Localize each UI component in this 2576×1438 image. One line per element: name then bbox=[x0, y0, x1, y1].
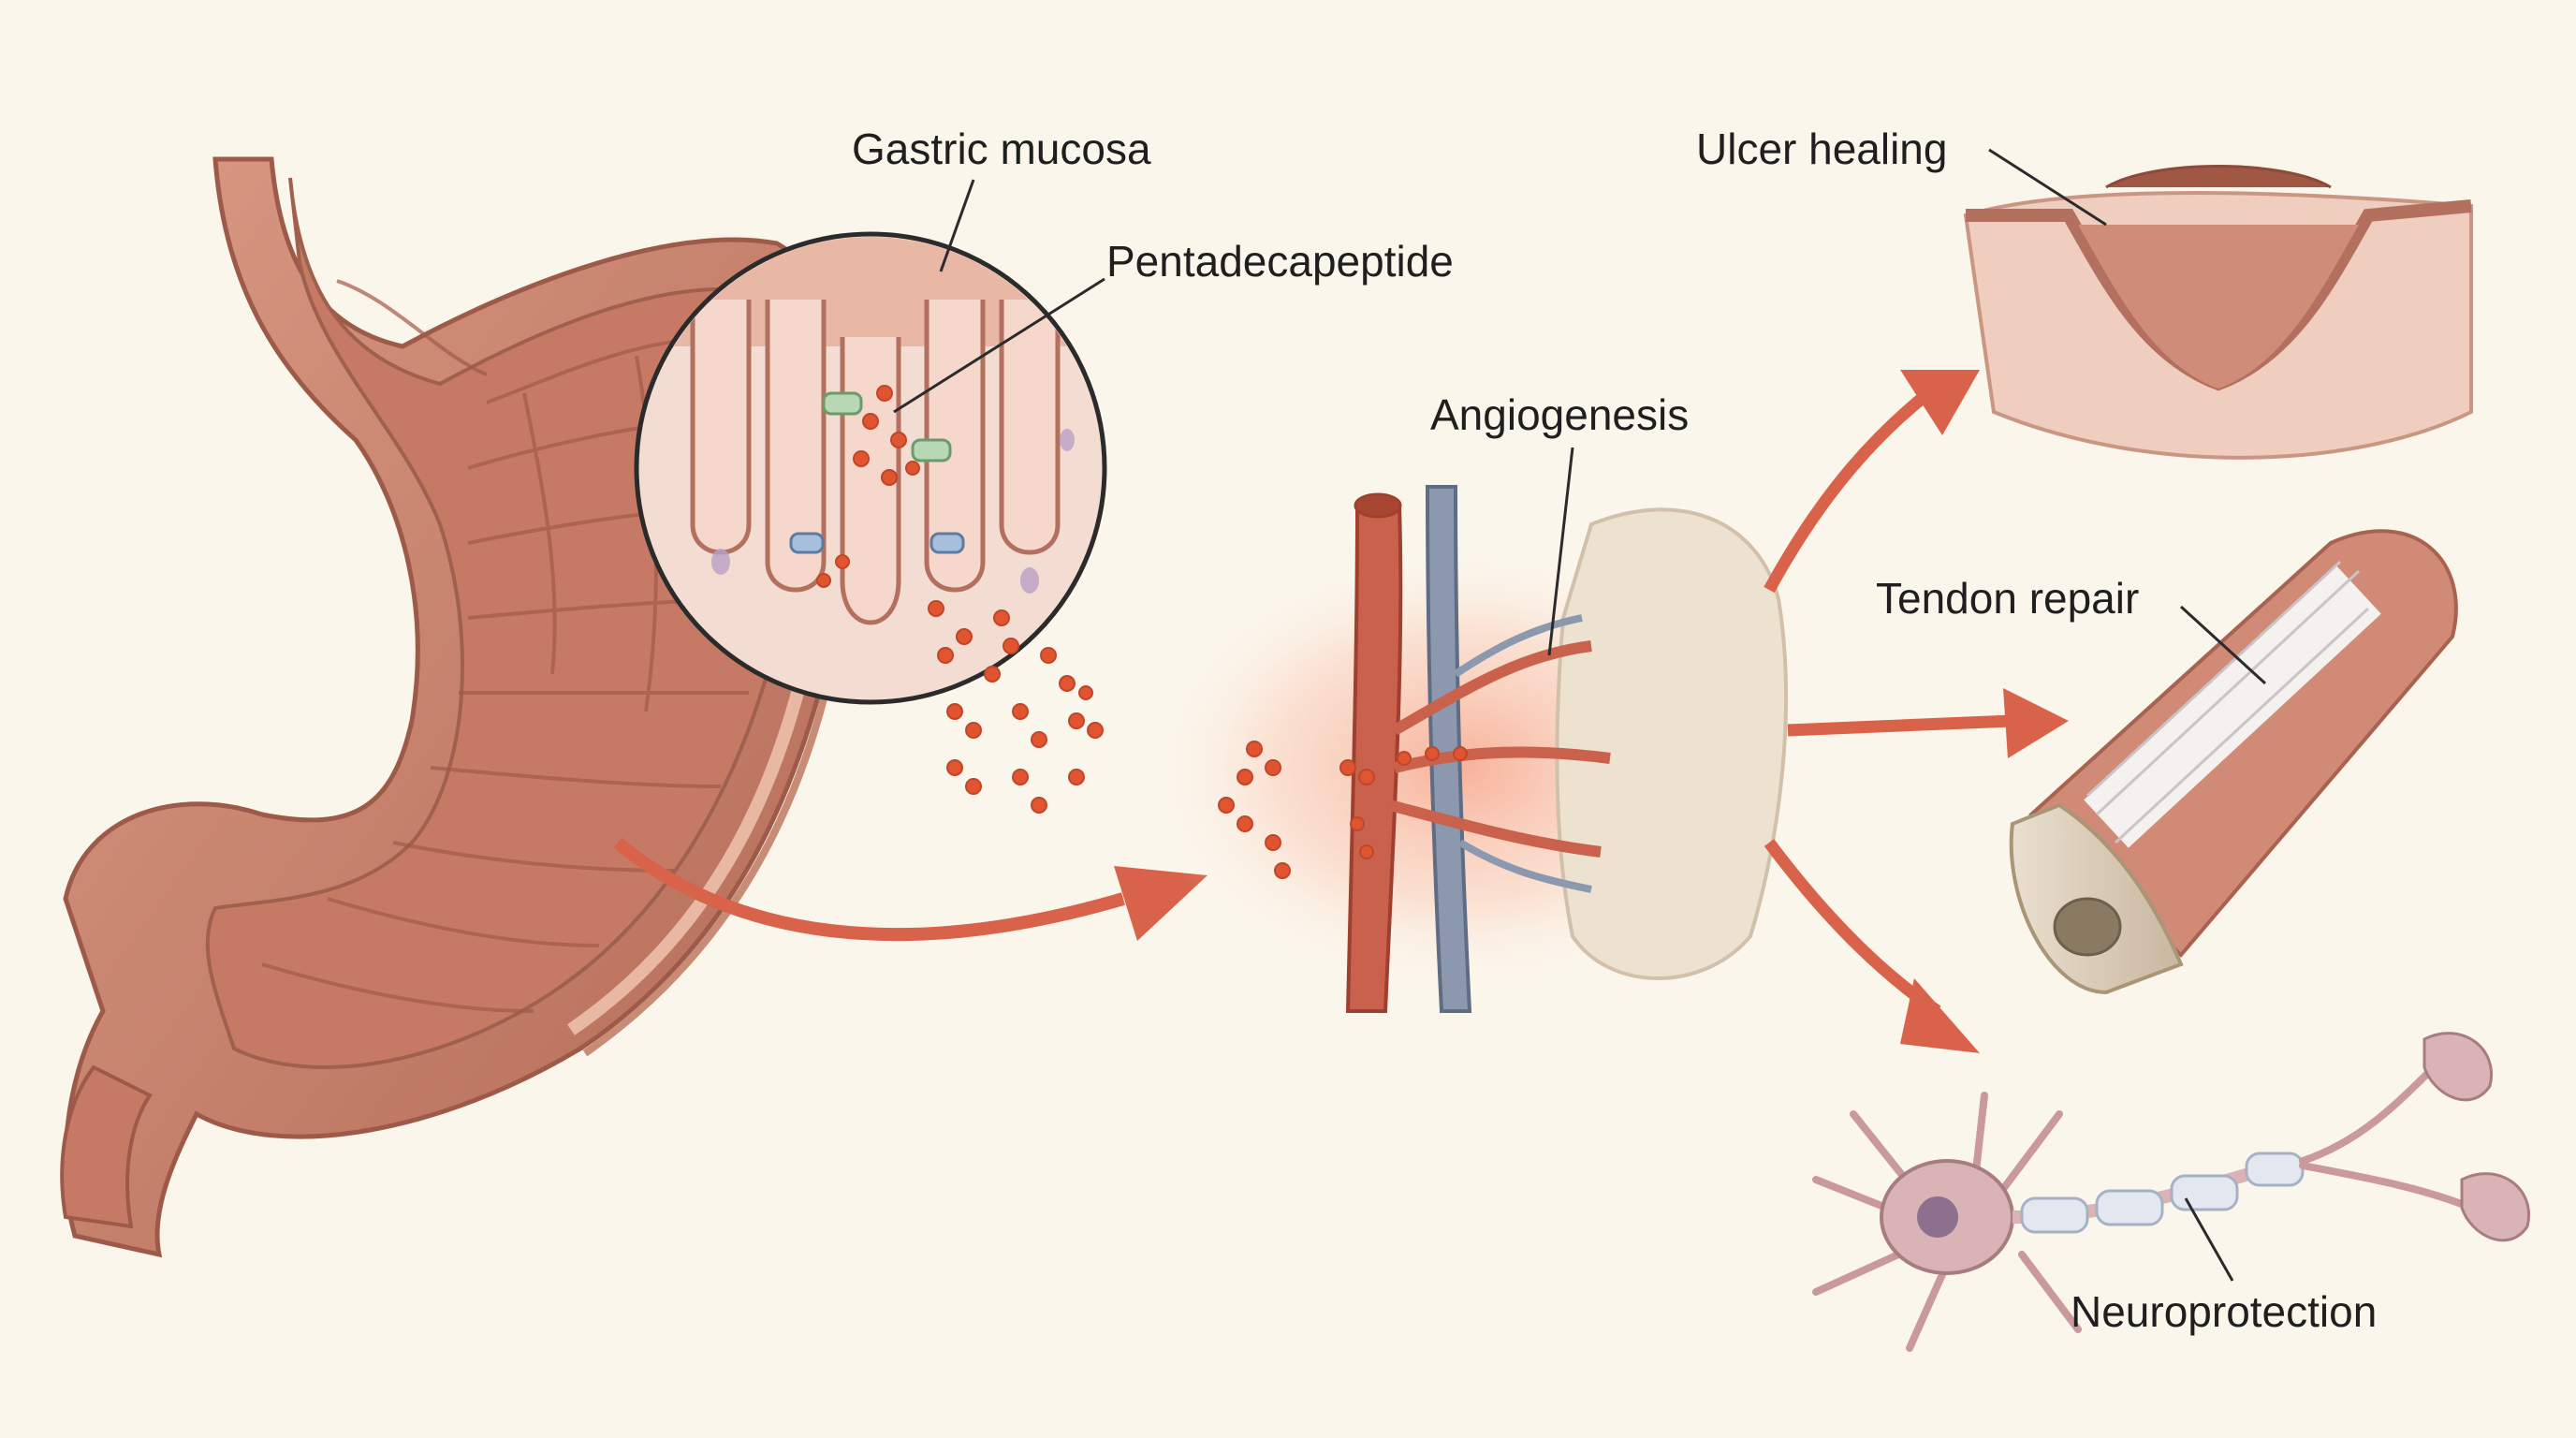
neuron bbox=[1812, 1032, 2530, 1352]
ulcer-tissue bbox=[1963, 165, 2473, 460]
arrow-to-tendon bbox=[1787, 714, 2013, 737]
arrowhead-neuro bbox=[1900, 978, 1980, 1053]
venules bbox=[1453, 614, 1592, 893]
label-pentadecapeptide: Pentadecapeptide bbox=[1106, 237, 1454, 286]
label-ulcer-healing: Ulcer healing bbox=[1696, 125, 1948, 173]
label-angiogenesis: Angiogenesis bbox=[1430, 390, 1690, 439]
gastric-rugae bbox=[261, 279, 778, 1013]
vein bbox=[1425, 485, 1472, 1013]
leader-lines bbox=[893, 148, 2267, 1282]
label-gastric-mucosa: Gastric mucosa bbox=[852, 125, 1151, 173]
label-neuroprotection: Neuroprotection bbox=[2071, 1287, 2378, 1336]
arrow-to-angiogenesis bbox=[613, 837, 1125, 942]
label-tendon-repair: Tendon repair bbox=[1876, 574, 2140, 623]
vessel-peptides bbox=[1218, 741, 1468, 879]
arrow-to-ulcer bbox=[1764, 388, 1933, 594]
arrowhead-tendon bbox=[2003, 688, 2069, 758]
capillaries bbox=[1388, 640, 1611, 858]
duodenum bbox=[60, 1064, 153, 1229]
arrowhead-ulcer bbox=[1900, 370, 1980, 435]
artery bbox=[1345, 504, 1403, 1013]
tissue-cluster bbox=[1555, 507, 1789, 980]
arrowhead-angiogenesis bbox=[1114, 866, 1208, 941]
arrow-to-neuro bbox=[1764, 839, 1941, 1017]
tendon bbox=[2009, 529, 2458, 995]
pentadecapeptide-molecules bbox=[816, 385, 1104, 814]
angiogenesis-scene bbox=[1142, 485, 1789, 1013]
myelin-sheath bbox=[2020, 1152, 2305, 1234]
mucosal-cells bbox=[711, 429, 1075, 594]
mucosa-magnifier bbox=[634, 231, 1107, 705]
